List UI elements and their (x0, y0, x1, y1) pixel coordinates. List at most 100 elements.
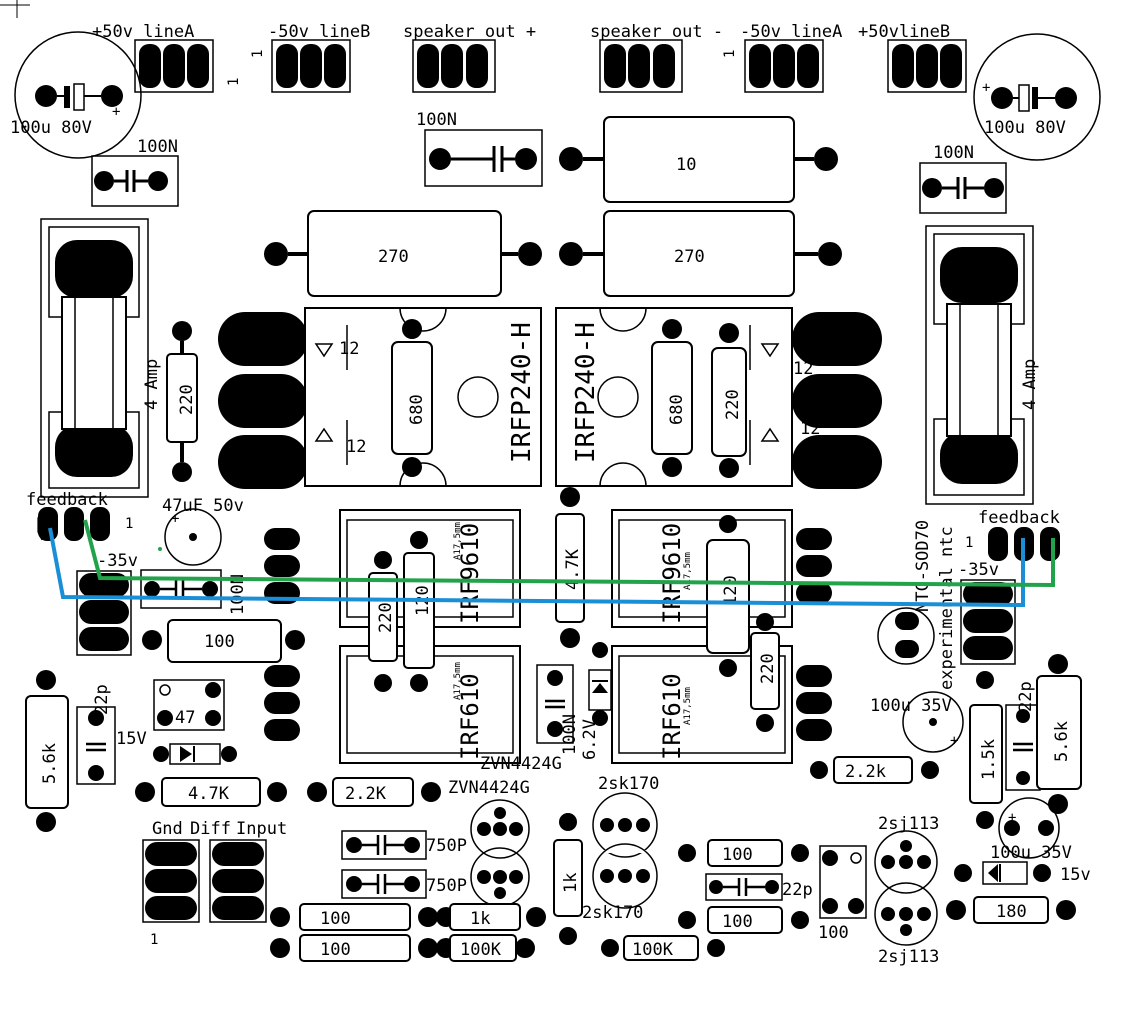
heatsink-label: A17,5mm (683, 687, 693, 725)
header-label: -35v (958, 560, 999, 580)
plus-mark: + (950, 733, 958, 749)
irf9610-right: IRF9610 A17,5mm (611, 509, 832, 628)
connector-pos50-linea: +50v lineA 1 (92, 22, 242, 93)
resistor-2k2-right: 2.2k (810, 756, 939, 784)
fuse-holder-right: 4 Amp (925, 225, 1040, 505)
resistor-100-d: 100 (678, 906, 809, 934)
resistor-label: 100K (460, 940, 502, 960)
cap-100n-zener: 100N (536, 664, 580, 755)
resistor-label: 12 (339, 339, 359, 359)
resistor-label: 5.6k (1052, 721, 1072, 762)
resistor-100k-b: 100K (601, 935, 725, 961)
resistor-5k6-right: 5.6k (1036, 654, 1082, 814)
resistor-180: 180 (946, 896, 1076, 924)
transistor-label: 2sj113 (878, 814, 939, 834)
pin1-label: 1 (250, 50, 266, 58)
trimmer-100: 100 (818, 845, 867, 943)
origin-crosshair (0, 0, 30, 18)
zener-6v2: 6.2V (580, 642, 612, 760)
resistor-label: 220 (177, 384, 197, 415)
resistor-100k-a: 100K (436, 934, 535, 962)
resistor-5k6-left: 5.6k (25, 670, 69, 832)
resistor-label: 100 (320, 909, 351, 929)
resistor-label: 220 (376, 602, 396, 633)
resistor-220-v1: 220 (368, 551, 398, 692)
cap-bulk-left: + 100u 80V (10, 31, 142, 159)
transistor-label: IRFP240-H (507, 322, 537, 463)
cap-label: 750P (426, 876, 467, 896)
cap-label: 100N (137, 137, 178, 157)
cap-100n-mid: 100N (140, 569, 248, 615)
heatsink-label: A17,5mm (453, 662, 463, 700)
plus-mark: + (982, 80, 990, 96)
resistor-label: 12 (346, 437, 366, 457)
pin1-label: 1 (125, 516, 133, 532)
transistor-label: IRF610 (456, 673, 484, 760)
feedback-header-right: feedback 1 (965, 508, 1060, 561)
resistor-2k2-left: 2.2K (307, 777, 441, 807)
cap-750p-1: 750P (341, 830, 467, 860)
resistor-label: 1k (470, 909, 490, 929)
cap-100u-35v-a: + 100u 35V (870, 691, 964, 753)
transistor-label: IRFP240-H (571, 322, 601, 463)
resistor-label: 4.7K (563, 548, 583, 590)
cap-label: 22p (92, 684, 112, 715)
resistor-label: 2.2k (845, 762, 886, 782)
pin1-label: 1 (965, 535, 973, 551)
cap-47u-50v: + 47uF 50v (158, 496, 244, 566)
2sk170-1: 2sk170 (592, 774, 659, 858)
pin1-label: 1 (150, 932, 158, 948)
resistor-label: 1.5k (979, 739, 999, 780)
header-minus35-right: -35v (958, 560, 1016, 665)
cap-100n-top: 100N (416, 110, 543, 187)
cap-22p-right: 22p (1005, 681, 1041, 791)
resistor-label: 180 (996, 902, 1027, 922)
input-header-diff: Diff Input (190, 819, 287, 923)
fuse-label: 4 Amp (142, 359, 162, 410)
ntc-sensor: NTC-SOD70 experimental ntc (877, 520, 957, 690)
jumper-wire-green (83, 519, 1055, 588)
connector-label: speaker out - (590, 22, 723, 42)
resistor-100-mid: 100 (142, 619, 305, 663)
zener-15v-left (153, 743, 237, 765)
resistor-270-right: 270 (559, 210, 842, 297)
cap-label: 100u 80V (10, 118, 92, 138)
connector-neg50-linea: -50v lineA 1 (722, 22, 842, 93)
cap-label: 750P (426, 836, 467, 856)
jumper-wire-blue (48, 527, 1025, 608)
connector-speaker-neg: speaker out - (590, 22, 723, 93)
resistor-label: 220 (758, 653, 778, 684)
transistor-label: 2sj113 (878, 947, 939, 967)
transistor-label: IRF9610 (658, 523, 686, 624)
header-label: feedback (978, 508, 1060, 528)
zener-15v-right: 15v (954, 861, 1091, 885)
resistor-label: 680 (407, 394, 427, 425)
power-pads-right (792, 312, 882, 489)
transistor-label: IRF9610 (456, 523, 484, 624)
zvn-label-1: ZVN4424G (480, 754, 562, 774)
cap-label: 100N (933, 143, 974, 163)
cap-100n-top-left: 100N (91, 137, 179, 207)
zener-label: 6.2V (580, 719, 600, 760)
cap-100n-top-right: 100N (919, 143, 1007, 214)
resistor-label: 100 (722, 912, 753, 932)
cap-label: 47uF 50v (162, 496, 244, 516)
connector-label: -50v lineB (268, 22, 370, 42)
transistor-label: 2sk170 (582, 903, 643, 923)
resistor-label: 10 (676, 155, 696, 175)
ntc-label: experimental ntc (937, 526, 957, 690)
resistor-4k7: 4.7K (135, 777, 287, 807)
resistor-120-2: 120 (706, 515, 750, 677)
resistor-label: 12 (800, 419, 820, 439)
transistor-label: 2sk170 (598, 774, 659, 794)
plus-mark: + (1008, 810, 1016, 826)
header-label: Gnd (152, 819, 183, 839)
zener-15v-label: 15V (116, 729, 147, 749)
resistor-220-right-inner: 220 (711, 323, 747, 478)
resistor-680-right: 680 (651, 319, 693, 477)
zener-label: 15v (1060, 865, 1091, 885)
gate-resistor-markers: 12 12 12 12 (314, 325, 820, 465)
plus-mark: + (171, 511, 179, 527)
irf610-left: IRF610 A17,5mm (264, 645, 521, 764)
